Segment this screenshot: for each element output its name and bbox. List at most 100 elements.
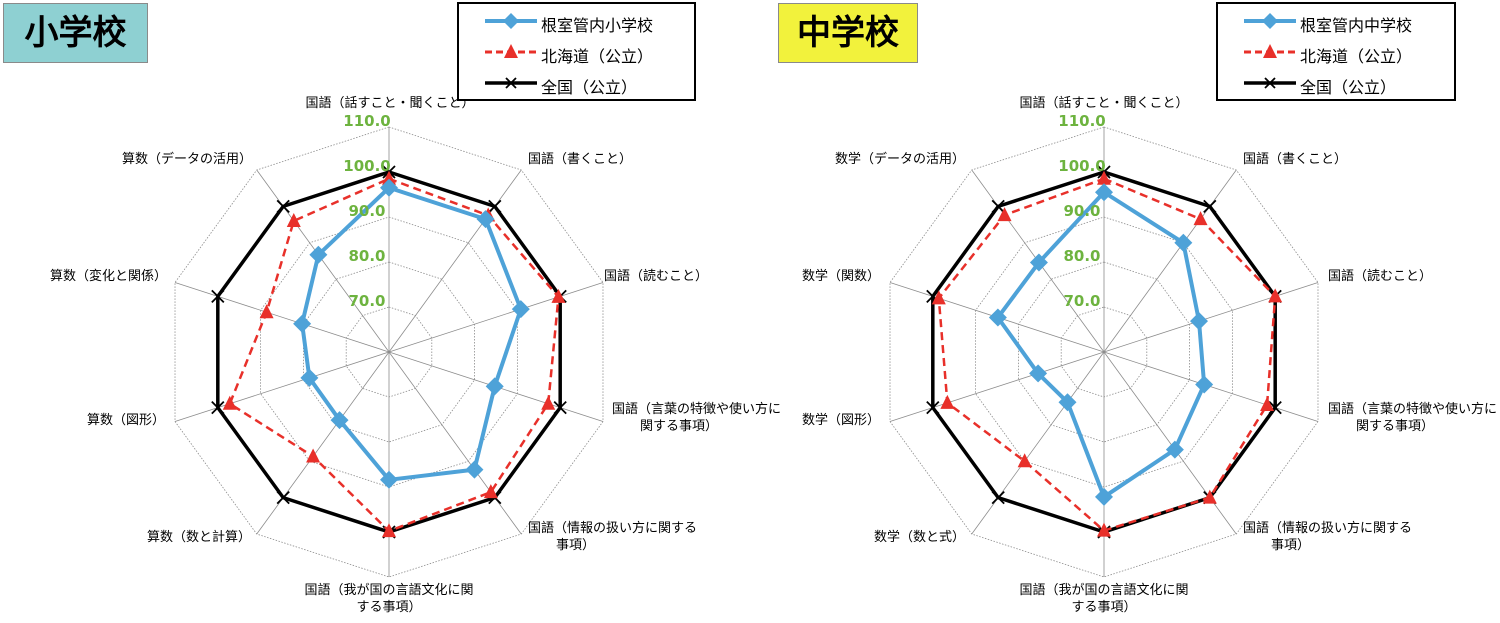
data-point-diamond: [1029, 364, 1048, 383]
legend-marker-triangle: [485, 44, 537, 58]
data-point-x: [211, 289, 225, 304]
axis-label: 国語（読むこと）: [604, 268, 708, 284]
data-point-diamond: [330, 411, 349, 430]
data-point-x: [991, 199, 1005, 214]
data-point-triangle: [1202, 489, 1217, 504]
tick-label: 90.0: [348, 202, 385, 220]
data-point-diamond: [1029, 253, 1048, 272]
data-point-x: [1203, 199, 1217, 214]
data-point-triangle: [259, 304, 274, 319]
axis-label: 数学（図形）: [802, 412, 880, 428]
data-point-triangle: [1017, 453, 1032, 468]
legend-marker-x: [485, 77, 537, 89]
axis-label: 国語（話すこと・聞くこと）: [305, 95, 474, 111]
legend-item-series-1: 根室管内中学校: [1218, 8, 1454, 38]
data-point-diamond: [380, 470, 398, 489]
data-point-triangle: [940, 394, 955, 409]
legend-marker-x: [1244, 77, 1296, 89]
axis-label: 国語（読むこと）: [1328, 268, 1432, 284]
axis-label: 算数（図形）: [87, 413, 165, 428]
data-point-triangle: [483, 484, 498, 499]
axis-label: 国語（情報の扱い方に関する事項）: [528, 520, 697, 553]
grid-spoke: [388, 169, 522, 353]
data-point-triangle: [222, 395, 237, 410]
data-point-diamond: [300, 368, 319, 387]
grid-spoke: [889, 351, 1105, 422]
tick-label: 70.0: [348, 292, 385, 310]
data-point-x: [276, 490, 290, 505]
series-line: [300, 185, 523, 482]
axis-label: 国語（言葉の特徴や使い方に関する事項）: [1328, 401, 1497, 434]
data-point-diamond: [1058, 393, 1077, 412]
data-point-triangle: [286, 212, 301, 227]
data-point-triangle: [551, 288, 566, 303]
data-point-x: [211, 400, 225, 415]
legend-label: 根室管内小学校: [541, 16, 654, 35]
data-point-diamond: [1095, 487, 1113, 506]
data-point-diamond: [1174, 233, 1193, 252]
data-point-triangle: [382, 523, 396, 538]
series-2: [931, 170, 1283, 537]
data-point-triangle: [1097, 522, 1111, 537]
legend-label: 北海道（公立）: [1300, 47, 1413, 66]
grid-spoke: [256, 169, 390, 353]
legend-item-series-3: 全国（公立）: [1218, 70, 1454, 100]
radar-chart-elementary: 70.080.090.0100.0110.0国語（話すこと・聞くこと）国語（書く…: [50, 95, 781, 615]
data-point-diamond: [380, 178, 398, 197]
legend-label: 根室管内中学校: [1300, 16, 1413, 35]
legend-label: 北海道（公立）: [541, 47, 654, 66]
axis-label: 算数（データの活用）: [122, 151, 252, 167]
data-point-triangle: [382, 170, 396, 185]
data-point-x: [1268, 400, 1282, 415]
tick-label: 80.0: [1063, 247, 1100, 265]
axis-label: 国語（我が国の言語文化に関する事項）: [304, 582, 473, 615]
data-point-x: [553, 400, 567, 415]
legend-item-series-1: 根室管内小学校: [459, 8, 694, 38]
data-point-triangle: [541, 395, 556, 410]
legend-marker-triangle: [1244, 44, 1296, 58]
grid-spoke: [256, 351, 390, 535]
data-point-triangle: [1268, 288, 1283, 303]
junior-high-title: 中学校: [778, 3, 918, 63]
axis-label: 数学（数と式）: [874, 529, 965, 545]
tick-label: 110.0: [343, 112, 390, 130]
data-point-triangle: [931, 290, 946, 305]
axis-label: 国語（書くこと）: [1243, 151, 1347, 167]
axis-label: 国語（我が国の言語文化に関する事項）: [1019, 582, 1188, 615]
data-point-diamond: [309, 245, 328, 264]
grid-ring: [889, 126, 1319, 578]
grid-spoke: [388, 282, 604, 353]
data-point-diamond: [476, 210, 495, 229]
data-point-diamond: [465, 460, 484, 479]
grid-spoke: [1103, 169, 1237, 353]
axis-label: 算数（数と計算）: [147, 529, 251, 545]
axis-label: 国語（書くこと）: [528, 151, 632, 167]
data-point-x: [488, 199, 502, 214]
grid-spoke: [388, 351, 522, 535]
axis-label: 国語（話すこと・聞くこと）: [1019, 95, 1188, 111]
data-point-diamond: [511, 300, 530, 319]
tick-label: 100.0: [343, 157, 390, 175]
grid-spoke: [1103, 351, 1237, 535]
data-point-triangle: [1193, 211, 1208, 226]
tick-label: 100.0: [1058, 157, 1105, 175]
data-point-diamond: [1095, 183, 1113, 202]
data-point-diamond: [485, 377, 504, 396]
series-1: [988, 183, 1214, 506]
series-1: [293, 178, 530, 489]
grid-spoke: [174, 282, 390, 353]
grid-ring: [174, 126, 604, 578]
tick-label: 90.0: [1063, 202, 1100, 220]
axis-label: 国語（情報の扱い方に関する事項）: [1243, 520, 1412, 553]
data-point-diamond: [988, 308, 1007, 327]
data-point-x: [276, 199, 290, 214]
legend-elementary: 根室管内小学校 北海道（公立） 全国（公立）: [457, 2, 696, 101]
data-point-diamond: [293, 314, 312, 333]
legend-item-series-2: 北海道（公立）: [459, 39, 694, 69]
data-point-diamond: [1190, 312, 1209, 331]
legend-label: 全国（公立）: [541, 78, 638, 97]
grid-spoke: [971, 351, 1105, 535]
grid-spoke: [1103, 351, 1319, 422]
axis-label: 数学（関数）: [802, 268, 880, 284]
elementary-title: 小学校: [3, 3, 148, 63]
